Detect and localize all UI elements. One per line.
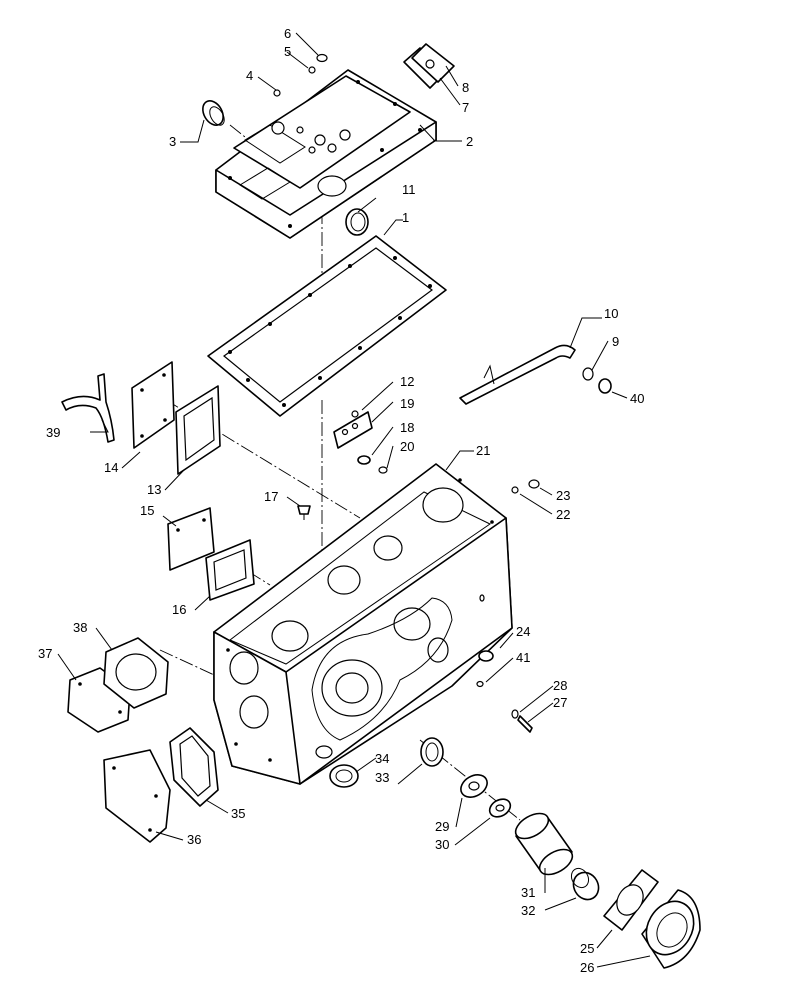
callout-31: 31 [521,885,535,900]
callout-5: 5 [284,44,291,59]
callout-20: 20 [400,439,414,454]
callout-16: 16 [172,602,186,617]
callout-37: 37 [38,646,52,661]
callout-29: 29 [435,819,449,834]
o-ring-part-18 [357,455,371,465]
gasket-part-35 [169,727,219,807]
callout-18: 18 [400,420,414,435]
seal-part-33 [420,737,444,767]
transmission-housing-part-21 [213,463,513,785]
plug-part-5 [308,66,316,74]
callout-9: 9 [612,334,619,349]
o-ring-part-23 [528,479,540,489]
o-ring-part-24 [478,650,494,662]
callout-34: 34 [375,751,389,766]
filter-part-31 [514,812,574,876]
block-part-19 [333,411,373,449]
callout-11: 11 [402,182,416,197]
callout-36: 36 [187,832,201,847]
gasket-part-16 [205,539,255,601]
cover-part-26 [641,889,701,969]
o-ring-part-6 [316,53,328,63]
callout-38: 38 [73,620,87,635]
callout-4: 4 [246,68,253,83]
screw-part-17 [297,505,311,520]
bolt-part-27 [517,715,533,733]
callout-13: 13 [147,482,161,497]
cover-part-36 [103,749,171,843]
callout-27: 27 [553,695,567,710]
callout-15: 15 [140,503,154,518]
callout-30: 30 [435,837,449,852]
seal-part-34 [329,764,359,788]
callout-40: 40 [630,391,644,406]
washer-part-30 [488,798,512,818]
callout-21: 21 [476,443,490,458]
callout-12: 12 [400,374,414,389]
callout-35: 35 [231,806,245,821]
o-ring-part-9 [582,367,594,381]
gasket-part-1 [207,235,447,417]
plug-part-32 [570,867,600,901]
seal-part-11 [345,208,369,236]
side-plate-part-14 [131,361,175,449]
leader-lines [57,32,651,968]
callout-6: 6 [284,26,291,41]
callout-14: 14 [104,460,118,475]
pin-part-4 [273,89,281,97]
callout-24: 24 [516,624,530,639]
callout-2: 2 [466,134,473,149]
callout-3: 3 [169,134,176,149]
callout-41: 41 [516,650,530,665]
callout-33: 33 [375,770,389,785]
callout-labels: 1 2 3 4 5 6 7 8 9 10 11 12 13 14 15 16 1… [38,26,644,975]
callout-7: 7 [462,100,469,115]
callout-28: 28 [553,678,567,693]
callout-32: 32 [521,903,535,918]
callout-22: 22 [556,507,570,522]
tube-part-10 [459,344,576,405]
pipe-part-39 [61,373,115,443]
pin-part-20 [378,466,388,474]
callout-39: 39 [46,425,60,440]
plug-part-3 [202,100,225,126]
gasket-part-25 [603,869,659,931]
plate-and-gasket-part-7-8 [403,43,455,89]
washer-part-40 [598,378,612,394]
callout-1: 1 [402,210,409,225]
gasket-part-13 [175,385,221,475]
shim-part-29 [460,774,488,798]
callout-23: 23 [556,488,570,503]
cover-plate-part-15 [167,507,215,571]
gasket-part-38 [103,637,169,709]
callout-8: 8 [462,80,469,95]
plug-part-41 [476,680,484,688]
plug-part-22 [511,486,519,494]
callout-10: 10 [604,306,618,321]
callout-17: 17 [264,489,278,504]
pin-part-12 [351,410,359,418]
callout-26: 26 [580,960,594,975]
washer-part-28 [511,709,519,719]
top-cover-part-2 [215,69,437,239]
callout-19: 19 [400,396,414,411]
callout-25: 25 [580,941,594,956]
